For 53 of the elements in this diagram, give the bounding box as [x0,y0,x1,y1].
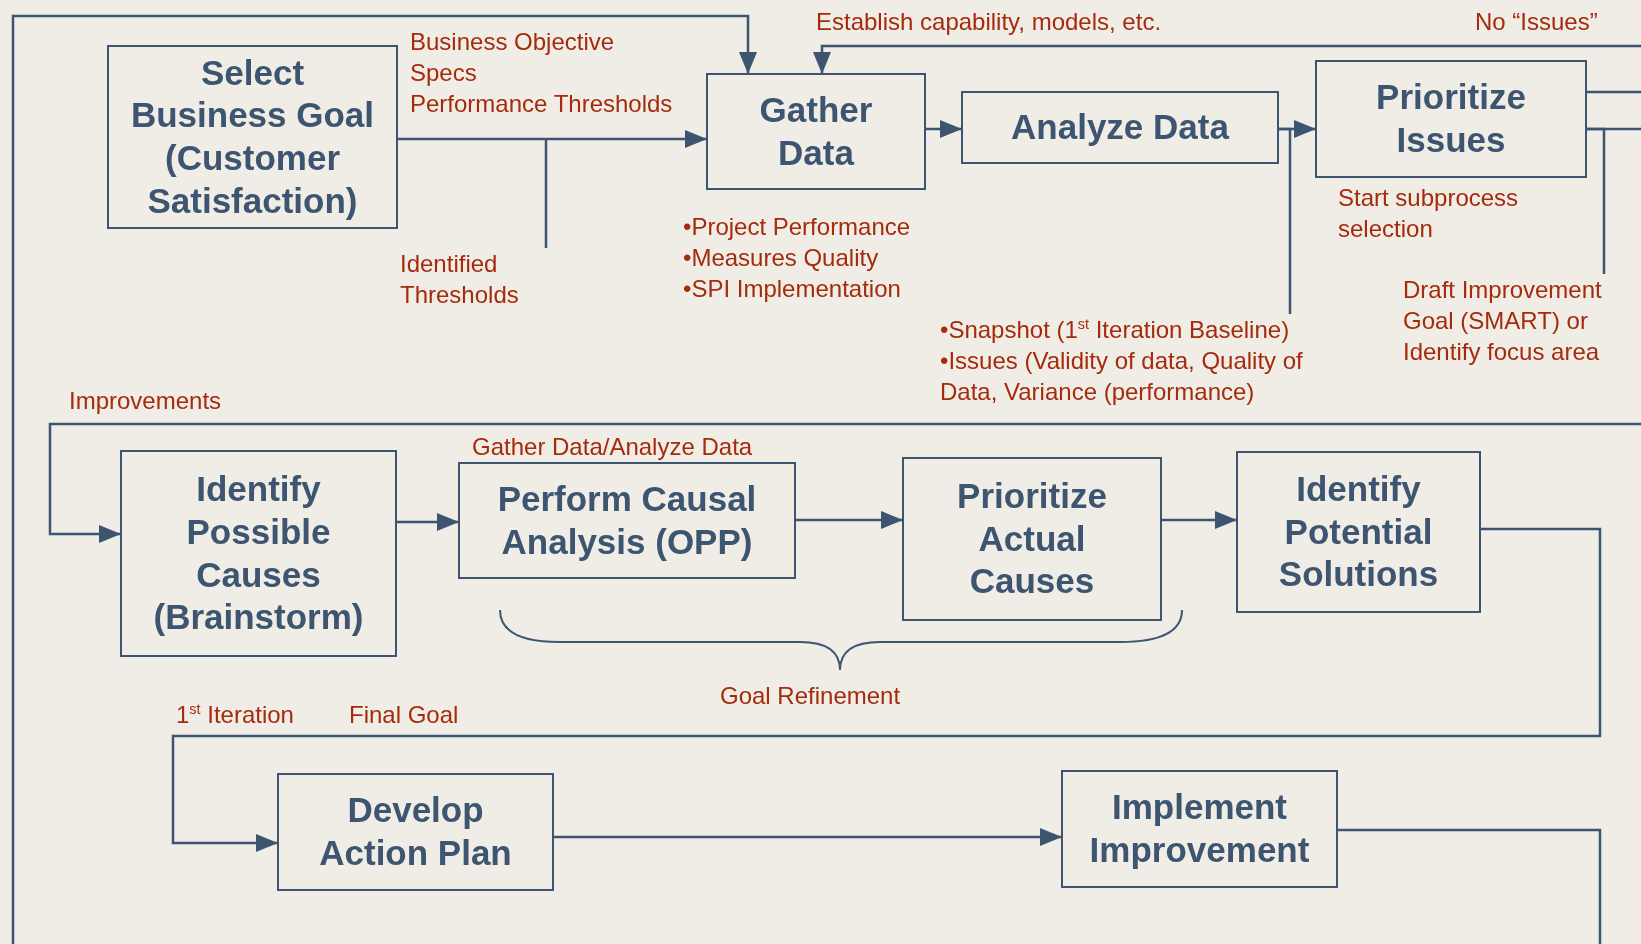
annotation-text: 1$^{st}$ Iteration [176,700,294,730]
box-title: Select Business Goal (Customer Satisfaction) [129,51,376,222]
process-box [458,462,796,579]
arrow [926,120,962,138]
box-title: Gather Data [758,88,874,174]
box-title: Prioritize Issues [1375,76,1527,161]
arrow [796,511,903,529]
box-title: Implement Improvement [1088,786,1311,871]
annotation-text: Goal Refinement [720,681,901,711]
box-title: Identify Possible Causes (Brainstorm) [152,468,365,639]
annotation-text: •SPI Implementation [683,274,901,304]
annotation-text: Final Goal [349,700,459,730]
process-box [120,450,397,657]
connector-line [1338,828,1602,944]
annotation-text: Establish capability, models, etc. [816,7,1162,37]
box-title: Prioritize Actual Causes [956,474,1108,603]
process-box [1315,60,1587,178]
arrow [554,828,1062,846]
arrow [48,422,1641,543]
process-box [277,773,554,891]
arrow [11,14,757,944]
box-title: Develop Action Plan [318,789,513,874]
annotation-text: Draft Improvement Goal (SMART) or Identify focus area [1403,274,1638,368]
arrow [813,44,1641,74]
annotation-text: •Measures Quality [683,243,879,273]
box-title: Identify Potential Solutions [1277,467,1440,596]
connector-line [1587,90,1641,94]
leader-line [1587,127,1606,274]
bullet-text: •Snapshot (1$^{st}$ Iteration Baseline) [940,315,1291,345]
box-title: Analyze Data [1011,106,1229,149]
process-box [107,45,398,229]
process-box [1061,770,1338,888]
annotation-text: Business Objective [410,27,615,57]
annotation-text: •Project Performance [683,212,911,242]
annotation-text: No “Issues” [1475,7,1598,37]
arrow [1162,511,1237,529]
annotation-text: Specs [410,58,477,88]
process-box [706,73,926,190]
arrow [398,130,707,148]
box-title: Perform Causal Analysis (OPP) [496,477,758,563]
leader-line [1279,127,1292,314]
leader-line [544,139,548,248]
annotation-text: Improvements [69,386,222,416]
annotation-text: Start subprocess selection [1338,183,1520,245]
bullet-text: •Issues (Validity of data, Quality of Data, Variance (performance) [940,346,1304,408]
annotation-text: Identified Thresholds [400,248,560,311]
annotation-text: Gather Data/Analyze Data [472,432,753,462]
arrow [171,527,1602,852]
annotation-text: Performance Thresholds [410,89,673,119]
arrow [397,513,459,531]
process-box [902,457,1162,621]
process-box [1236,451,1481,613]
process-box [961,91,1279,164]
